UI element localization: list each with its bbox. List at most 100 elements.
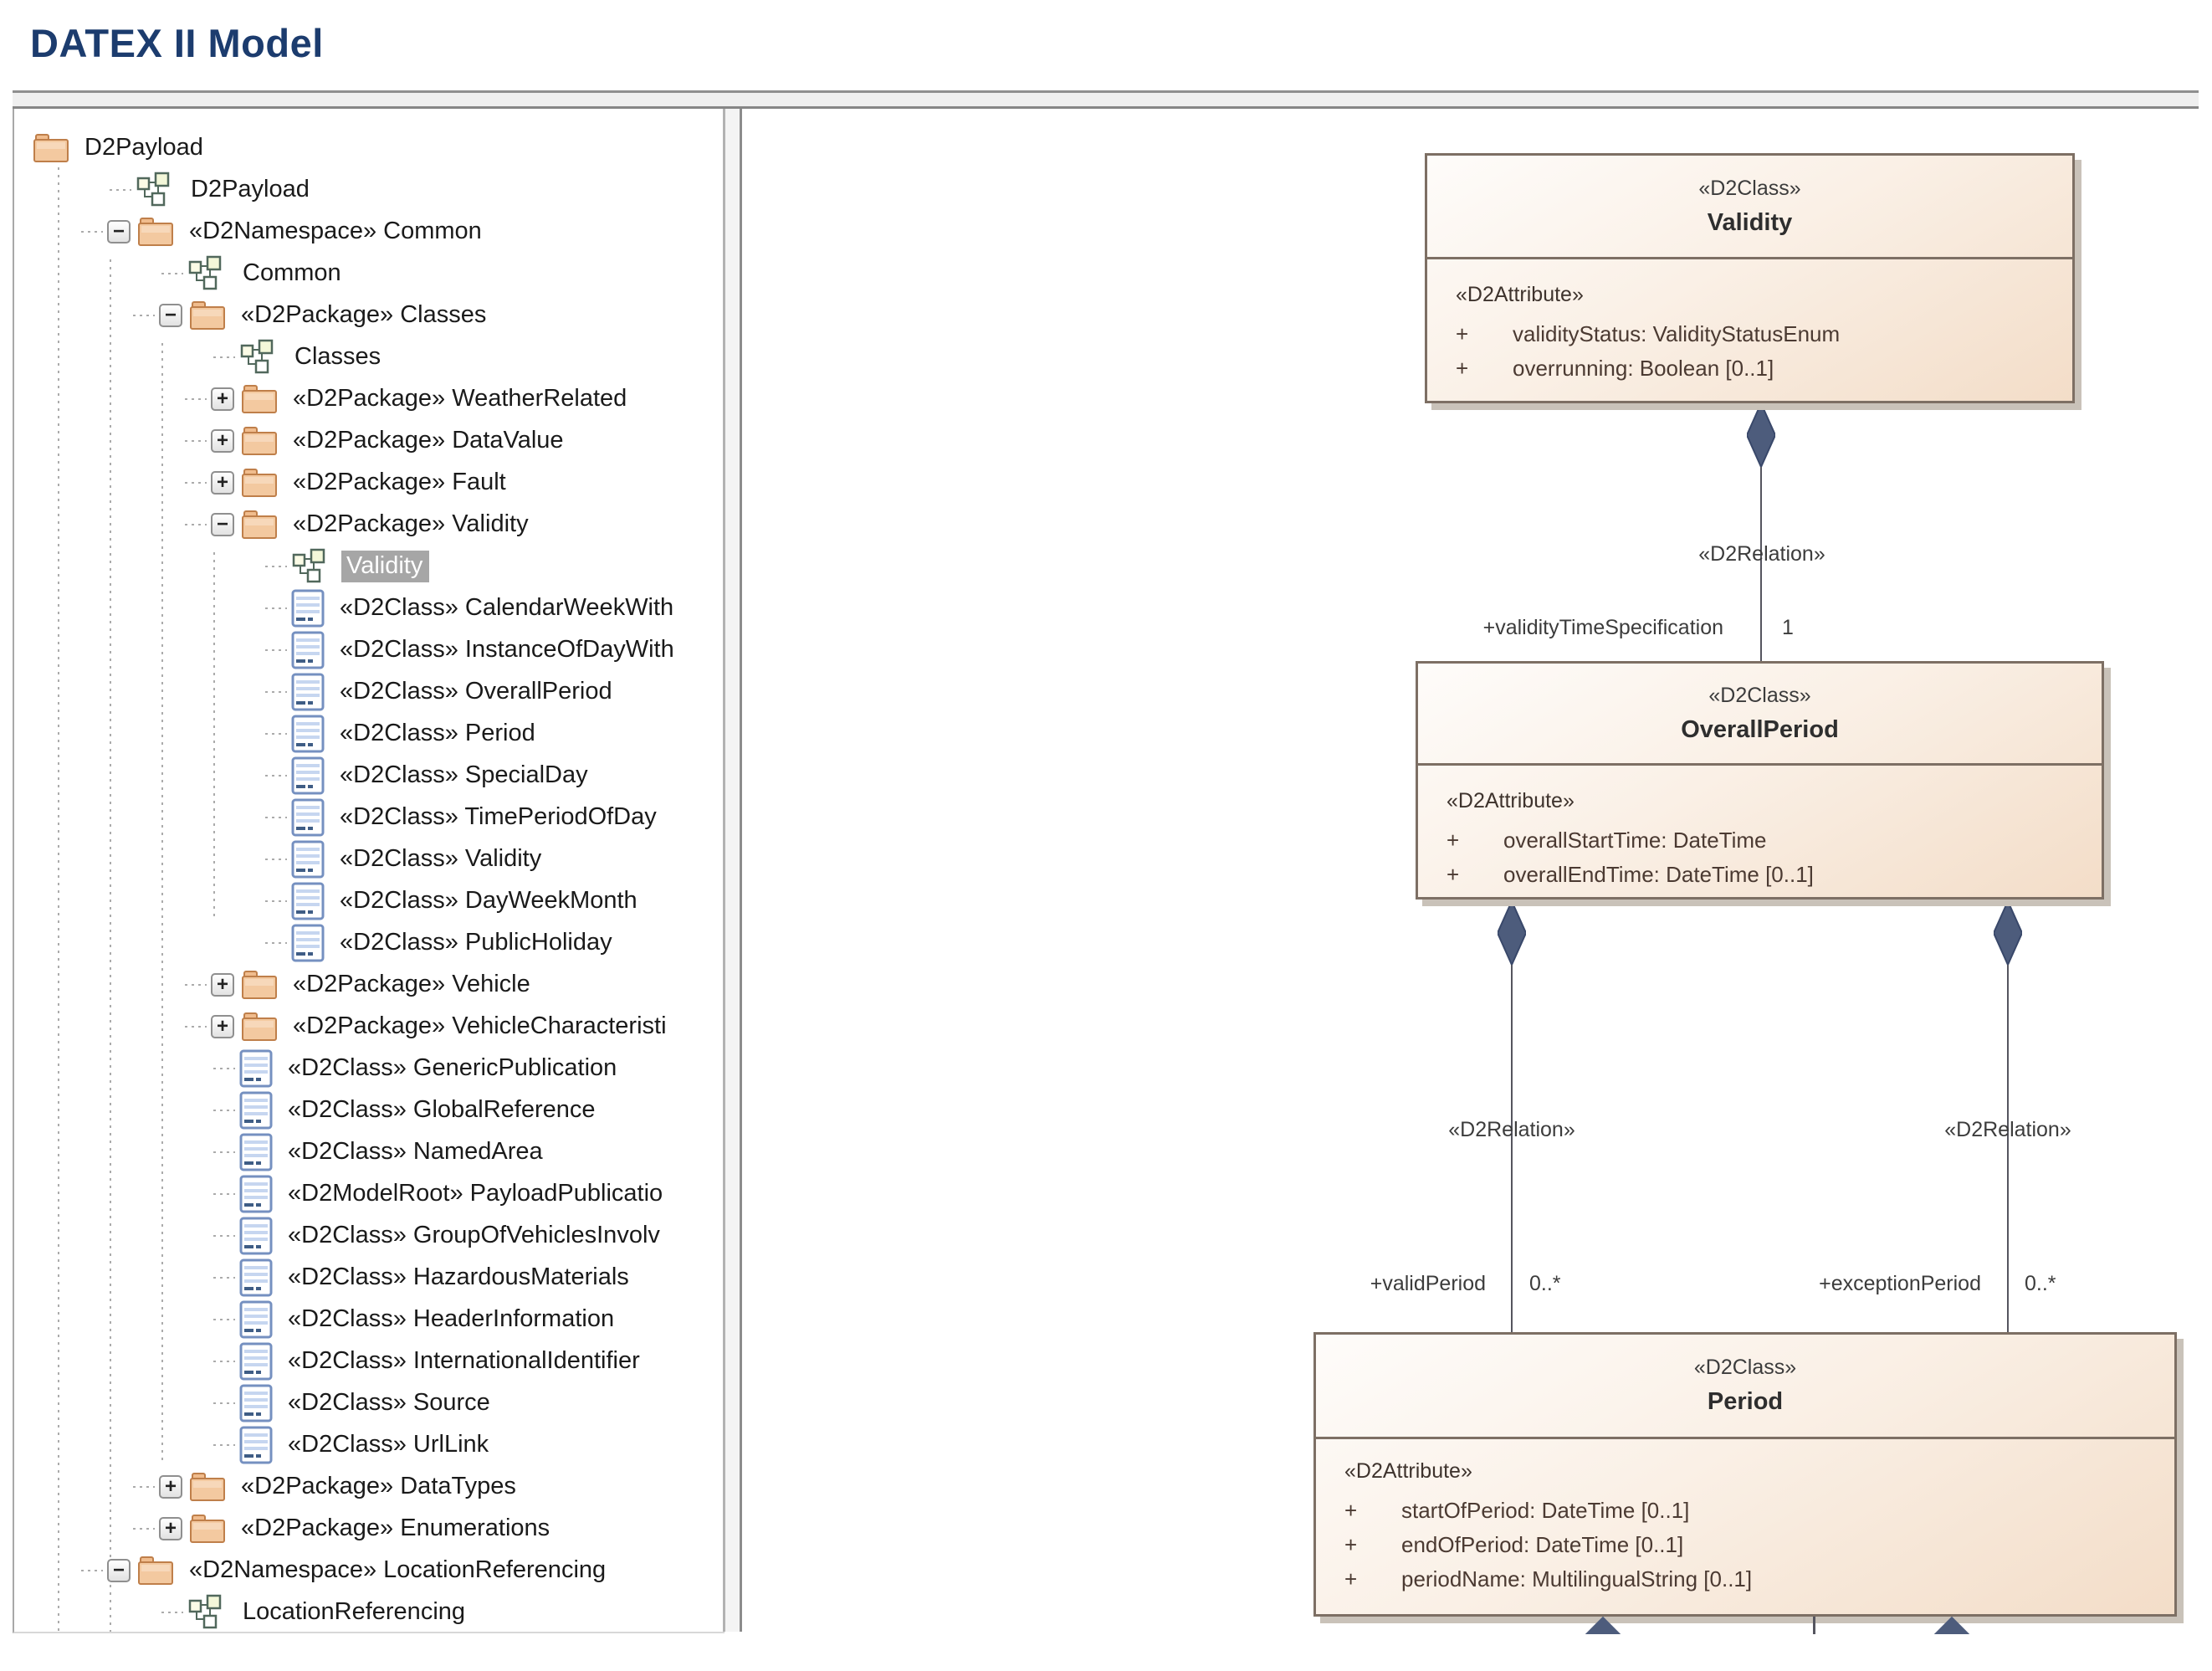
tree-item[interactable]: + «D2Package» Enumerations bbox=[14, 1508, 725, 1550]
tree-item-label[interactable]: «D2Package» Validity bbox=[293, 510, 529, 537]
expand-icon[interactable]: + bbox=[211, 1015, 234, 1038]
tree-item-label[interactable]: «D2Class» Source bbox=[288, 1389, 490, 1416]
tree-item-label[interactable]: «D2Class» SpecialDay bbox=[340, 761, 588, 788]
tree-item[interactable]: «D2ModelRoot» PayloadPublicatio bbox=[14, 1173, 725, 1215]
expand-icon[interactable]: + bbox=[211, 387, 234, 411]
expand-icon[interactable]: + bbox=[211, 471, 234, 495]
collapse-icon[interactable]: − bbox=[107, 220, 131, 243]
attribute-list: +validityStatus: ValidityStatusEnum+over… bbox=[1456, 317, 2057, 386]
tree-item[interactable]: «D2Class» OverallPeriod bbox=[14, 671, 725, 713]
tree-item-label[interactable]: «D2Namespace» Common bbox=[189, 218, 482, 244]
tree-item-label[interactable]: «D2Package» Classes bbox=[241, 301, 487, 328]
relation-line[interactable] bbox=[2007, 900, 2009, 1332]
tree-item[interactable]: + «D2Package» DataTypes bbox=[14, 1466, 725, 1508]
tree-item-label[interactable]: LocationReferencing bbox=[243, 1598, 466, 1625]
tree-item-label[interactable]: D2Payload bbox=[191, 176, 310, 202]
tree-item[interactable]: LocationReferencing bbox=[14, 1592, 725, 1632]
class-icon bbox=[239, 1091, 273, 1130]
tree-item[interactable]: + «D2Package» Fault bbox=[14, 462, 725, 504]
tree-connector-stub bbox=[265, 817, 287, 818]
tree-item-label[interactable]: «D2Class» TimePeriodOfDay bbox=[340, 803, 657, 830]
tree-item-label[interactable]: «D2Package» DataValue bbox=[293, 427, 564, 454]
tree-item[interactable]: Classes bbox=[14, 336, 725, 378]
tree-item-label[interactable]: «D2Class» GroupOfVehiclesInvolv bbox=[288, 1222, 660, 1248]
class-icon bbox=[291, 924, 325, 962]
tree-item[interactable]: Common bbox=[14, 253, 725, 295]
tree-item-label[interactable]: «D2Package» Fault bbox=[293, 469, 506, 495]
class-box-validity[interactable]: «D2Class» Validity «D2Attribute» +validi… bbox=[1425, 153, 2075, 403]
tree-item[interactable]: «D2Class» UrlLink bbox=[14, 1424, 725, 1466]
tree-item[interactable]: − «D2Namespace» Common bbox=[14, 211, 725, 253]
tree-item[interactable]: «D2Class» InstanceOfDayWith bbox=[14, 629, 725, 671]
tree-item-label[interactable]: «D2Class» UrlLink bbox=[288, 1431, 489, 1458]
tree-item-label[interactable]: «D2Class» OverallPeriod bbox=[340, 678, 612, 705]
tree-item-label[interactable]: «D2Class» HazardousMaterials bbox=[288, 1264, 629, 1290]
tree-item[interactable]: «D2Class» HazardousMaterials bbox=[14, 1257, 725, 1299]
tree-item-label[interactable]: «D2Package» Enumerations bbox=[241, 1515, 550, 1541]
tree-item-label[interactable]: D2Payload bbox=[84, 134, 203, 161]
tree-item[interactable]: «D2Class» PublicHoliday bbox=[14, 922, 725, 964]
collapse-icon[interactable]: − bbox=[159, 304, 182, 327]
tree-item[interactable]: «D2Class» CalendarWeekWith bbox=[14, 587, 725, 629]
tree-item-label[interactable]: «D2Class» InternationalIdentifier bbox=[288, 1347, 640, 1374]
tree-item-label[interactable]: «D2Class» GlobalReference bbox=[288, 1096, 596, 1123]
class-icon bbox=[239, 1384, 273, 1422]
tree-item-label[interactable]: «D2Class» CalendarWeekWith bbox=[340, 594, 674, 621]
tree-item-label[interactable]: «D2Namespace» LocationReferencing bbox=[189, 1556, 607, 1583]
tree-item[interactable]: «D2Class» GroupOfVehiclesInvolv bbox=[14, 1215, 725, 1257]
tree-item[interactable]: − «D2Namespace» LocationReferencing bbox=[14, 1550, 725, 1592]
tree-item[interactable]: «D2Class» NamedArea bbox=[14, 1131, 725, 1173]
tree-item-label[interactable]: «D2Class» InstanceOfDayWith bbox=[340, 636, 674, 663]
relation-line[interactable] bbox=[1511, 900, 1513, 1332]
tree-item-label[interactable]: «D2Class» DayWeekMonth bbox=[340, 887, 637, 914]
collapse-icon[interactable]: − bbox=[107, 1559, 131, 1582]
expand-icon[interactable]: + bbox=[211, 429, 234, 453]
tree-item[interactable]: «D2Class» GenericPublication bbox=[14, 1048, 725, 1089]
class-box-period[interactable]: «D2Class» Period «D2Attribute» +startOfP… bbox=[1313, 1332, 2177, 1617]
tree-item-label[interactable]: «D2Package» DataTypes bbox=[241, 1473, 516, 1499]
tree-item[interactable]: «D2Class» GlobalReference bbox=[14, 1089, 725, 1131]
tree-item[interactable]: «D2Class» Source bbox=[14, 1382, 725, 1424]
tree-item-label[interactable]: «D2Class» HeaderInformation bbox=[288, 1305, 615, 1332]
tree-item-label[interactable]: «D2Package» VehicleCharacteristi bbox=[293, 1012, 667, 1039]
tree-item[interactable]: «D2Class» InternationalIdentifier bbox=[14, 1340, 725, 1382]
tree-connector-stub bbox=[133, 1528, 155, 1530]
tree-item[interactable]: + «D2Package» DataValue bbox=[14, 420, 725, 462]
tree-item-label[interactable]: «D2Package» Vehicle bbox=[293, 971, 530, 997]
class-box-overallperiod[interactable]: «D2Class» OverallPeriod «D2Attribute» +o… bbox=[1416, 661, 2104, 900]
tree-item-label[interactable]: Validity bbox=[341, 551, 430, 582]
tree-item-label[interactable]: «D2Class» NamedArea bbox=[288, 1138, 543, 1165]
tree-item-label[interactable]: Common bbox=[243, 259, 341, 286]
tree-item[interactable]: D2Payload bbox=[14, 169, 725, 211]
tree-item[interactable]: «D2Class» DayWeekMonth bbox=[14, 880, 725, 922]
tree-item[interactable]: D2Payload bbox=[14, 127, 725, 169]
class-icon bbox=[291, 631, 325, 669]
class-icon bbox=[239, 1175, 273, 1213]
collapse-icon[interactable]: − bbox=[211, 513, 234, 536]
tree-item-label[interactable]: «D2Class» Period bbox=[340, 720, 535, 746]
tree-item[interactable]: «D2Class» Validity bbox=[14, 838, 725, 880]
tree-item[interactable]: + «D2Package» WeatherRelated bbox=[14, 378, 725, 420]
tree-item-label[interactable]: «D2Class» PublicHoliday bbox=[340, 929, 612, 956]
tree-item-label[interactable]: «D2ModelRoot» PayloadPublicatio bbox=[288, 1180, 663, 1207]
tree-item-label[interactable]: «D2Class» GenericPublication bbox=[288, 1054, 617, 1081]
tree-item[interactable]: «D2Class» TimePeriodOfDay bbox=[14, 797, 725, 838]
relation-line[interactable] bbox=[1760, 402, 1762, 663]
tree-item[interactable]: «D2Class» SpecialDay bbox=[14, 755, 725, 797]
expand-icon[interactable]: + bbox=[159, 1517, 182, 1540]
tree-item-label[interactable]: «D2Class» Validity bbox=[340, 845, 542, 872]
panel-splitter[interactable] bbox=[723, 109, 742, 1632]
tree-item[interactable]: «D2Class» Period bbox=[14, 713, 725, 755]
tree-item[interactable]: + «D2Package» VehicleCharacteristi bbox=[14, 1006, 725, 1048]
tree-item[interactable]: − «D2Package» Validity bbox=[14, 504, 725, 546]
expand-icon[interactable]: + bbox=[211, 973, 234, 997]
tree-item-label[interactable]: Classes bbox=[294, 343, 381, 370]
tree-item-label[interactable]: «D2Package» WeatherRelated bbox=[293, 385, 627, 412]
tree-item[interactable]: «D2Class» HeaderInformation bbox=[14, 1299, 725, 1340]
tree-connector-stub bbox=[185, 482, 207, 484]
tree-item[interactable]: + «D2Package» Vehicle bbox=[14, 964, 725, 1006]
tree-item[interactable]: Validity bbox=[14, 546, 725, 587]
tree-item[interactable]: − «D2Package» Classes bbox=[14, 295, 725, 336]
expand-icon[interactable]: + bbox=[159, 1475, 182, 1499]
attribute-text: validityStatus: ValidityStatusEnum bbox=[1513, 321, 1841, 346]
